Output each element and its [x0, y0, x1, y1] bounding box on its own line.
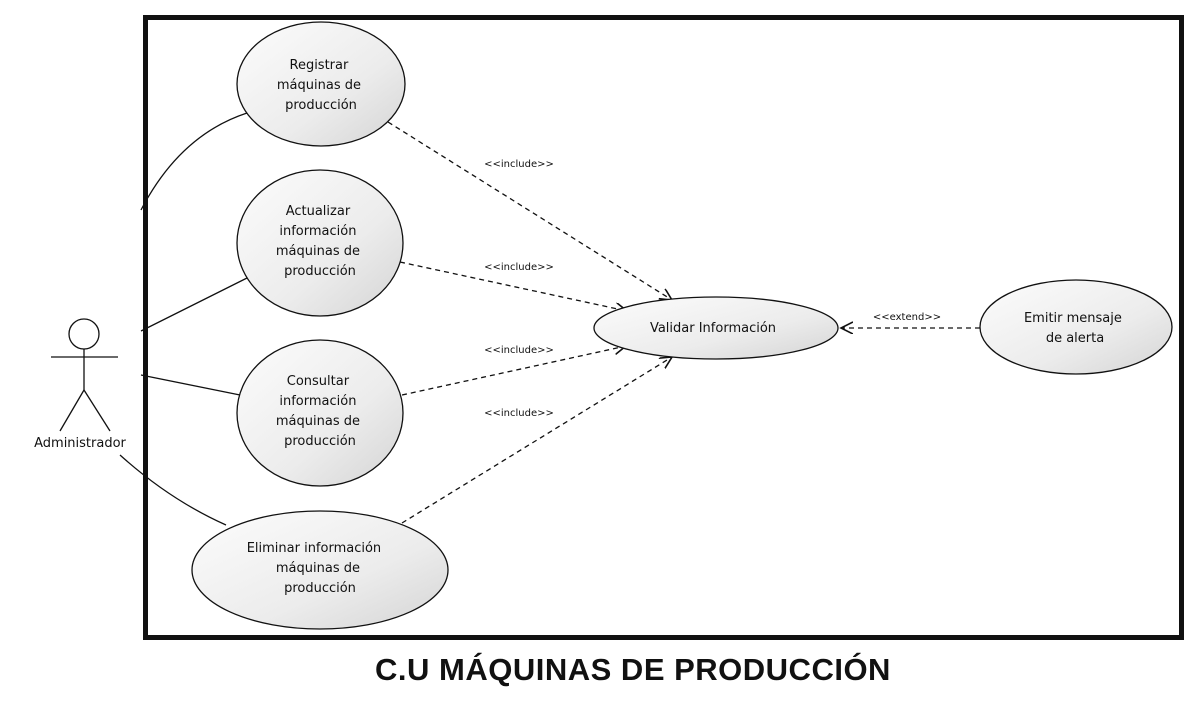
use-case-emitir-shape: [979, 279, 1173, 375]
use-case-emitir-label: Emitir mensaje de alerta: [1024, 311, 1126, 346]
actor-head: [68, 318, 100, 350]
include-label-eliminar: <<include>>: [484, 408, 554, 419]
actor-administrador[interactable]: Administrador: [34, 318, 127, 451]
use-case-validar-shape: [593, 296, 839, 360]
use-case-actualizar-shape: [236, 169, 404, 317]
include-eliminar: [401, 357, 672, 524]
include-label-actualizar: <<include>>: [484, 262, 554, 273]
use-case-consultar[interactable]: Consultar información máquinas de produc…: [236, 339, 404, 487]
use-case-actualizar-label: Actualizar información máquinas de produ…: [276, 204, 364, 279]
association-consultar: [140, 374, 241, 396]
actor-left-leg: [59, 389, 85, 432]
association-registrar: [140, 112, 248, 211]
diagram-title: C.U MÁQUINAS DE PRODUCCIÓN: [375, 652, 891, 687]
use-case-registrar[interactable]: Registrar máquinas de producción: [236, 21, 406, 147]
include-label-registrar: <<include>>: [484, 159, 554, 170]
use-case-consultar-label: Consultar información máquinas de produc…: [276, 374, 364, 449]
system-boundary: [143, 15, 1184, 640]
include-actualizar: [399, 261, 627, 311]
include-label-consultar: <<include>>: [484, 345, 554, 356]
use-case-eliminar-shape: [191, 510, 449, 630]
association-eliminar: [119, 454, 227, 526]
include-registrar: [387, 121, 672, 300]
include-consultar: [401, 346, 626, 396]
use-case-emitir[interactable]: Emitir mensaje de alerta: [979, 279, 1173, 375]
extend-label: <<extend>>: [873, 312, 941, 323]
use-case-validar-label: Validar Información: [650, 321, 776, 336]
actor-right-leg: [83, 389, 111, 432]
association-actualizar: [140, 277, 248, 332]
use-case-consultar-shape: [236, 339, 404, 487]
use-case-registrar-label: Registrar máquinas de producción: [277, 58, 365, 113]
use-case-registrar-shape: [236, 21, 406, 147]
use-case-eliminar[interactable]: Eliminar información máquinas de producc…: [191, 510, 449, 630]
use-case-validar[interactable]: Validar Información: [593, 296, 839, 360]
use-case-eliminar-label: Eliminar información máquinas de producc…: [247, 541, 386, 596]
actor-label: Administrador: [34, 436, 126, 451]
use-case-actualizar[interactable]: Actualizar información máquinas de produ…: [236, 169, 404, 317]
